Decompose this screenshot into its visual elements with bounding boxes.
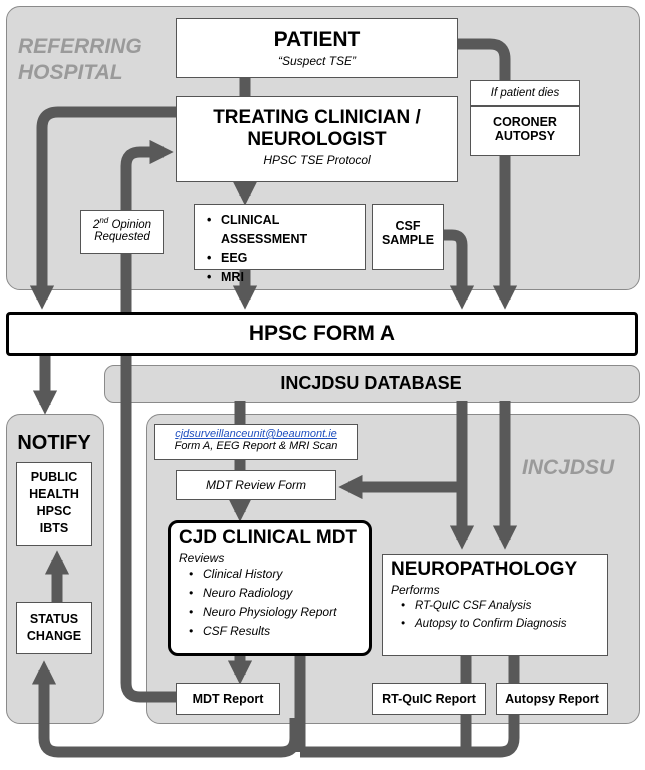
neuropathology-box: NEUROPATHOLOGY Performs RT-QuIC CSF Anal… xyxy=(382,554,608,656)
clinical-assessment-box: CLINICAL ASSESSMENT EEG MRI xyxy=(194,204,366,287)
status-change-box: STATUS CHANGE xyxy=(16,602,92,654)
mdt-item-history: Clinical History xyxy=(189,565,369,584)
email-link[interactable]: cjdsurveillanceunit@beaumont.ie xyxy=(175,428,337,440)
public-health-box: PUBLIC HEALTH HPSC IBTS xyxy=(16,462,92,546)
rt-quic-report-box: RT-QuIC Report xyxy=(372,683,486,715)
second-opinion-box: 2nd Opinion Requested xyxy=(80,210,164,254)
email-attachments: Form A, EEG Report & MRI Scan xyxy=(174,440,338,452)
clinician-protocol: HPSC TSE Protocol xyxy=(263,153,371,167)
notify-item-health: HEALTH xyxy=(29,487,79,501)
csf-line1: CSF xyxy=(395,219,421,233)
email-box: cjdsurveillanceunit@beaumont.ie Form A, … xyxy=(154,424,358,460)
mdt-review-form-box: MDT Review Form xyxy=(176,470,336,500)
mdt-item-radiology: Neuro Radiology xyxy=(189,584,369,603)
mdt-reviews-label: Reviews xyxy=(179,551,225,565)
referring-hospital-label: REFERRING HOSPITAL xyxy=(18,35,142,84)
mdt-report-box: MDT Report xyxy=(176,683,280,715)
neuropath-label: Performs xyxy=(391,583,440,597)
second-opinion-line2: Requested xyxy=(94,230,150,243)
neuropath-item-autopsy: Autopsy to Confirm Diagnosis xyxy=(401,615,607,633)
assessment-item-clinical: CLINICAL ASSESSMENT xyxy=(207,211,365,249)
hpsc-form-a-box: HPSC FORM A xyxy=(6,312,638,356)
csf-sample-box: CSF SAMPLE xyxy=(372,204,444,270)
neuropath-title: NEUROPATHOLOGY xyxy=(391,559,578,580)
coroner-line1: CORONER xyxy=(493,115,557,129)
mdt-item-physiology: Neuro Physiology Report xyxy=(189,603,369,622)
arrow-autopsy-loop xyxy=(466,656,520,758)
cjd-clinical-mdt-box: CJD CLINICAL MDT Reviews Clinical Histor… xyxy=(168,520,372,656)
assessment-item-mri: MRI xyxy=(207,268,365,287)
database-label: INCJDSU DATABASE xyxy=(280,373,462,393)
status-line1: STATUS xyxy=(29,612,79,626)
notify-item-ibts: IBTS xyxy=(39,521,69,535)
mdt-item-csf: CSF Results xyxy=(189,622,369,641)
patient-box: PATIENT “Suspect TSE” xyxy=(176,18,458,78)
database-band xyxy=(104,365,640,403)
coroner-autopsy-box: CORONER AUTOPSY xyxy=(470,106,580,156)
mdt-list: Clinical History Neuro Radiology Neuro P… xyxy=(179,565,369,641)
assessment-list: CLINICAL ASSESSMENT EEG MRI xyxy=(203,211,365,287)
if-patient-dies-box: If patient dies xyxy=(470,80,580,106)
coroner-line2: AUTOPSY xyxy=(494,129,556,143)
neuropath-item-rtquic: RT-QuIC CSF Analysis xyxy=(401,597,607,615)
clinician-line2: NEUROLOGIST xyxy=(247,129,387,150)
patient-subtitle: “Suspect TSE” xyxy=(277,54,357,68)
arrow-patient-coroner xyxy=(458,38,511,80)
arrow-bottom-loop xyxy=(31,660,301,758)
notify-item-hpsc: HPSC xyxy=(36,504,72,518)
arrow-clinician-forma-left xyxy=(29,106,176,310)
assessment-item-eeg: EEG xyxy=(207,249,365,268)
notify-title: NOTIFY xyxy=(17,432,91,454)
patient-title: PATIENT xyxy=(273,28,361,51)
clinician-line1: TREATING CLINICIAN / xyxy=(213,107,421,128)
second-opinion-line1: 2nd Opinion xyxy=(92,216,152,231)
neuropath-list: RT-QuIC CSF Analysis Autopsy to Confirm … xyxy=(391,597,607,633)
mdt-title: CJD CLINICAL MDT xyxy=(179,527,358,548)
csf-line2: SAMPLE xyxy=(381,233,435,247)
arrow-csf-forma xyxy=(444,229,475,310)
autopsy-report-box: Autopsy Report xyxy=(496,683,608,715)
incjdsu-label: INCJDSU xyxy=(522,456,615,479)
arrow-report-second-opinion xyxy=(120,139,176,703)
notify-item-public: PUBLIC xyxy=(30,470,78,484)
treating-clinician-box: TREATING CLINICIAN / NEUROLOGIST HPSC TS… xyxy=(176,96,458,182)
status-line2: CHANGE xyxy=(26,629,82,643)
